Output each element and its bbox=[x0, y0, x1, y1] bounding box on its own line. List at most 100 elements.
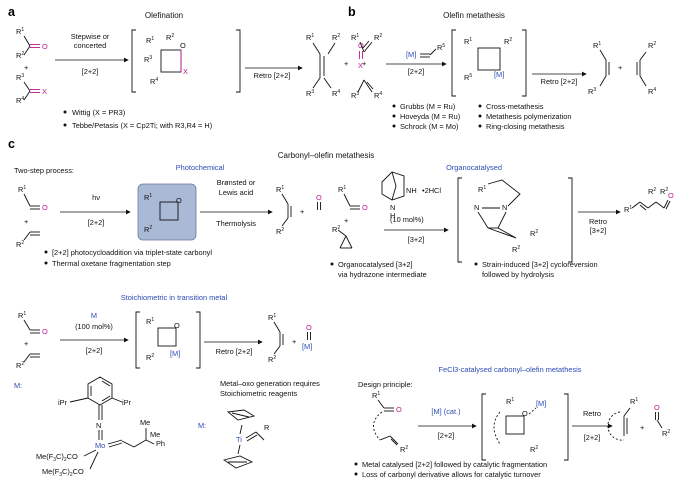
pc-bullet-1: [2+2] photocycloaddition via triplet-sta… bbox=[52, 248, 212, 257]
pc-bullet-2: Thermal oxetane fragmentation step bbox=[52, 259, 171, 268]
acid-label: Brønsted or bbox=[217, 178, 256, 187]
svg-text:H: H bbox=[390, 211, 395, 220]
arrow-a1-label2: concerted bbox=[74, 41, 106, 50]
svg-text:R2: R2 bbox=[660, 187, 668, 196]
svg-text:R1: R1 bbox=[268, 313, 276, 322]
m-label: M: bbox=[14, 381, 22, 390]
org-loading: (10 mol%) bbox=[390, 215, 424, 224]
stoich-reactants: R1 O + R2 bbox=[16, 311, 48, 370]
panel-b-title: Olefin metathesis bbox=[443, 11, 505, 20]
svg-text:[M]: [M] bbox=[494, 70, 504, 79]
fe-arrow-label: [2+2] bbox=[438, 431, 455, 440]
svg-text:R2: R2 bbox=[16, 361, 24, 370]
org-intermediate: R1 N N R2 R2 bbox=[457, 177, 573, 263]
svg-text:Cross-metathesis: Cross-metathesis bbox=[486, 102, 544, 111]
panel-b-label: b bbox=[348, 5, 356, 19]
svg-text:N: N bbox=[502, 203, 507, 212]
svg-text:iPr: iPr bbox=[122, 398, 132, 407]
svg-text:Metathesis polymerization: Metathesis polymerization bbox=[486, 112, 571, 121]
pc-reactants: R1 O + R2 bbox=[16, 185, 48, 249]
fecl3-title: FeCl3-catalysed carbonyl–olefin metathes… bbox=[439, 365, 582, 374]
svg-text:R5: R5 bbox=[437, 43, 445, 52]
svg-text:R4: R4 bbox=[648, 87, 656, 96]
stoich-intermediate: O [M] R1 R2 bbox=[135, 311, 201, 369]
metallacyclobutane: R1 R2 R5 [M] bbox=[451, 29, 527, 97]
svg-text:R1: R1 bbox=[372, 391, 380, 400]
svg-text:N: N bbox=[474, 203, 479, 212]
svg-text:O: O bbox=[42, 42, 48, 51]
svg-text:R1: R1 bbox=[146, 317, 154, 326]
svg-text:N: N bbox=[390, 203, 395, 212]
svg-text:X: X bbox=[183, 67, 188, 76]
svg-text:O: O bbox=[362, 203, 368, 212]
svg-text:+: + bbox=[24, 339, 28, 348]
metal-carbene: [M] R5 bbox=[406, 43, 445, 59]
svg-text:Ring-closing metathesis: Ring-closing metathesis bbox=[486, 122, 565, 131]
svg-text:R1: R1 bbox=[146, 36, 154, 45]
fe-products: R1 + O R2 bbox=[607, 397, 670, 441]
photochemical-title: Photochemical bbox=[176, 163, 225, 172]
svg-text:N: N bbox=[96, 421, 101, 430]
svg-text:R3: R3 bbox=[16, 73, 24, 82]
carbonyl-r1r2: R1 R2 O bbox=[16, 27, 48, 60]
oxaphosphetane-intermediate: O X R1 R2 R3 R4 bbox=[131, 29, 241, 93]
svg-text:R1: R1 bbox=[624, 205, 632, 214]
org-bullet-2b: followed by hydrolysis bbox=[482, 270, 554, 279]
design-principle: Design principle: bbox=[358, 380, 413, 389]
svg-text:O: O bbox=[176, 196, 182, 205]
svg-text:O: O bbox=[316, 193, 322, 202]
svg-text:R1: R1 bbox=[593, 41, 601, 50]
panel-a-title: Olefination bbox=[145, 11, 183, 20]
svg-text:Grubbs (M = Ru): Grubbs (M = Ru) bbox=[400, 102, 455, 111]
svg-text:R2: R2 bbox=[144, 225, 152, 234]
svg-text:+: + bbox=[300, 207, 304, 216]
hv-label: hν bbox=[92, 193, 100, 202]
a-bullet-tebbe: Tebbe/Petasis (X = Cp2Ti; with R3,R4 = H… bbox=[72, 121, 212, 130]
metal-oxo-note2: Stoichiometric reagents bbox=[220, 389, 298, 398]
arrow-b1-label: [2+2] bbox=[408, 67, 425, 76]
svg-text:R2: R2 bbox=[332, 33, 340, 42]
stoich-loading: (100 mol%) bbox=[75, 322, 113, 331]
svg-text:R2: R2 bbox=[16, 51, 24, 60]
svg-text:R2: R2 bbox=[648, 187, 656, 196]
svg-text:R2: R2 bbox=[16, 240, 24, 249]
b-metathesis-types: Cross-metathesis Metathesis polymerizati… bbox=[478, 102, 571, 131]
fe-catalyst-label: [M] (cat.) bbox=[431, 407, 460, 416]
svg-text:R1: R1 bbox=[16, 27, 24, 36]
svg-text:Hoveyda (M = Ru): Hoveyda (M = Ru) bbox=[400, 112, 460, 121]
svg-text:+: + bbox=[24, 63, 28, 72]
panel-c-title: Carbonyl–olefin metathesis bbox=[278, 151, 375, 160]
svg-text:R1: R1 bbox=[506, 397, 514, 406]
svg-text:R4: R4 bbox=[150, 77, 158, 86]
svg-text:+: + bbox=[344, 59, 348, 68]
svg-text:R1: R1 bbox=[276, 185, 284, 194]
olefin-reactants: R1 R2 + R3 R4 bbox=[351, 33, 382, 100]
org-reagent: •2HCl bbox=[422, 186, 441, 195]
svg-text:O: O bbox=[396, 405, 402, 414]
svg-text:R1: R1 bbox=[351, 33, 359, 42]
svg-text:X: X bbox=[358, 61, 363, 70]
fe-bullet-1: Metal catalysed [2+2] followed by cataly… bbox=[362, 460, 547, 469]
svg-text:R2: R2 bbox=[374, 33, 382, 42]
svg-text:Me(F3C)2CO: Me(F3C)2CO bbox=[42, 467, 84, 478]
oxetane-box: O R1 R2 bbox=[137, 183, 197, 241]
svg-text:R2: R2 bbox=[662, 429, 670, 438]
two-step-label: Two-step process: bbox=[14, 166, 74, 175]
org-bullet-1b: via hydrazone intermediate bbox=[338, 270, 427, 279]
svg-text:O: O bbox=[180, 41, 186, 50]
svg-text:R2: R2 bbox=[166, 33, 174, 42]
svg-text:+: + bbox=[640, 423, 644, 432]
svg-text:+: + bbox=[292, 337, 296, 346]
org-retro-label: Retro bbox=[589, 217, 607, 226]
stoich-title: Stoichiometric in transition metal bbox=[121, 293, 228, 302]
fe-retro-label: Retro bbox=[583, 409, 601, 418]
svg-text:R1: R1 bbox=[464, 37, 472, 46]
svg-text:[M]: [M] bbox=[170, 349, 180, 358]
svg-text:R2: R2 bbox=[332, 225, 340, 234]
svg-text:R4: R4 bbox=[332, 89, 340, 98]
svg-text:iPr: iPr bbox=[58, 398, 68, 407]
svg-text:R3: R3 bbox=[144, 55, 152, 64]
pc-arrow-label: [2+2] bbox=[88, 218, 105, 227]
svg-text:R1: R1 bbox=[630, 397, 638, 406]
